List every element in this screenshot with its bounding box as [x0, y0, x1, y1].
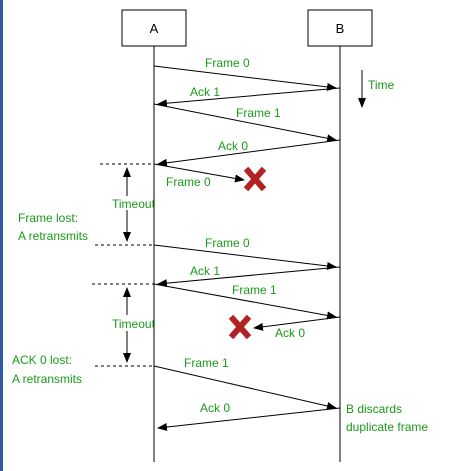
message-label-ack1: Ack 1	[190, 85, 220, 99]
message-label-frame0-lost: Frame 0	[166, 175, 211, 189]
ack-lost-note-line2: A retransmits	[12, 372, 82, 386]
message-arrow-frame0	[153, 65, 337, 91]
entity-b-label: B	[336, 21, 345, 36]
message-label-frame1-second: Frame 1	[232, 283, 277, 297]
message-arrow-ack1	[157, 87, 341, 108]
entity-a-label: A	[150, 21, 159, 36]
message-arrow-ack0	[157, 139, 341, 167]
message-label-ack1-second: Ack 1	[190, 264, 220, 278]
message-arrow-ack0-final	[157, 407, 341, 431]
message-arrow-ack1-second	[157, 266, 341, 288]
discard-note-line1: B discards	[346, 402, 402, 416]
message-label-frame1-retx: Frame 1	[184, 356, 229, 370]
entity-b-box	[307, 9, 373, 47]
message-arrow-frame0-retx	[153, 244, 337, 270]
message-arrow-frame1-second	[153, 283, 337, 320]
timeout-label: Timeout	[112, 317, 156, 331]
message-label-frame0: Frame 0	[205, 56, 250, 70]
entity-a-box	[121, 9, 187, 47]
message-label-frame1: Frame 1	[236, 106, 281, 120]
message-label-ack0-lost: Ack 0	[275, 326, 305, 340]
lost-marker-icon	[228, 314, 252, 340]
entity-b: B	[307, 9, 373, 47]
left-edge-band	[0, 0, 3, 471]
entity-a: A	[121, 9, 187, 47]
time-label: Time	[368, 78, 395, 92]
frame-lost-note-line2: A retransmits	[18, 229, 88, 243]
message-arrow-frame1-retx	[153, 365, 337, 410]
frame-lost-note-line1: Frame lost:	[18, 211, 78, 225]
message-arrow-frame0-lost	[153, 163, 245, 183]
message-label-frame0-retx: Frame 0	[205, 236, 250, 250]
message-label-ack0: Ack 0	[218, 139, 248, 153]
lost-marker-icon	[243, 166, 267, 192]
ack-lost-note-line1: ACK 0 lost:	[12, 353, 72, 367]
discard-note-line2: duplicate frame	[346, 420, 428, 434]
message-arrow-ack0-lost	[253, 316, 341, 331]
timeout-label: Timeout	[112, 197, 156, 211]
message-label-ack0-final: Ack 0	[200, 401, 230, 415]
message-arrow-frame1	[153, 103, 337, 143]
